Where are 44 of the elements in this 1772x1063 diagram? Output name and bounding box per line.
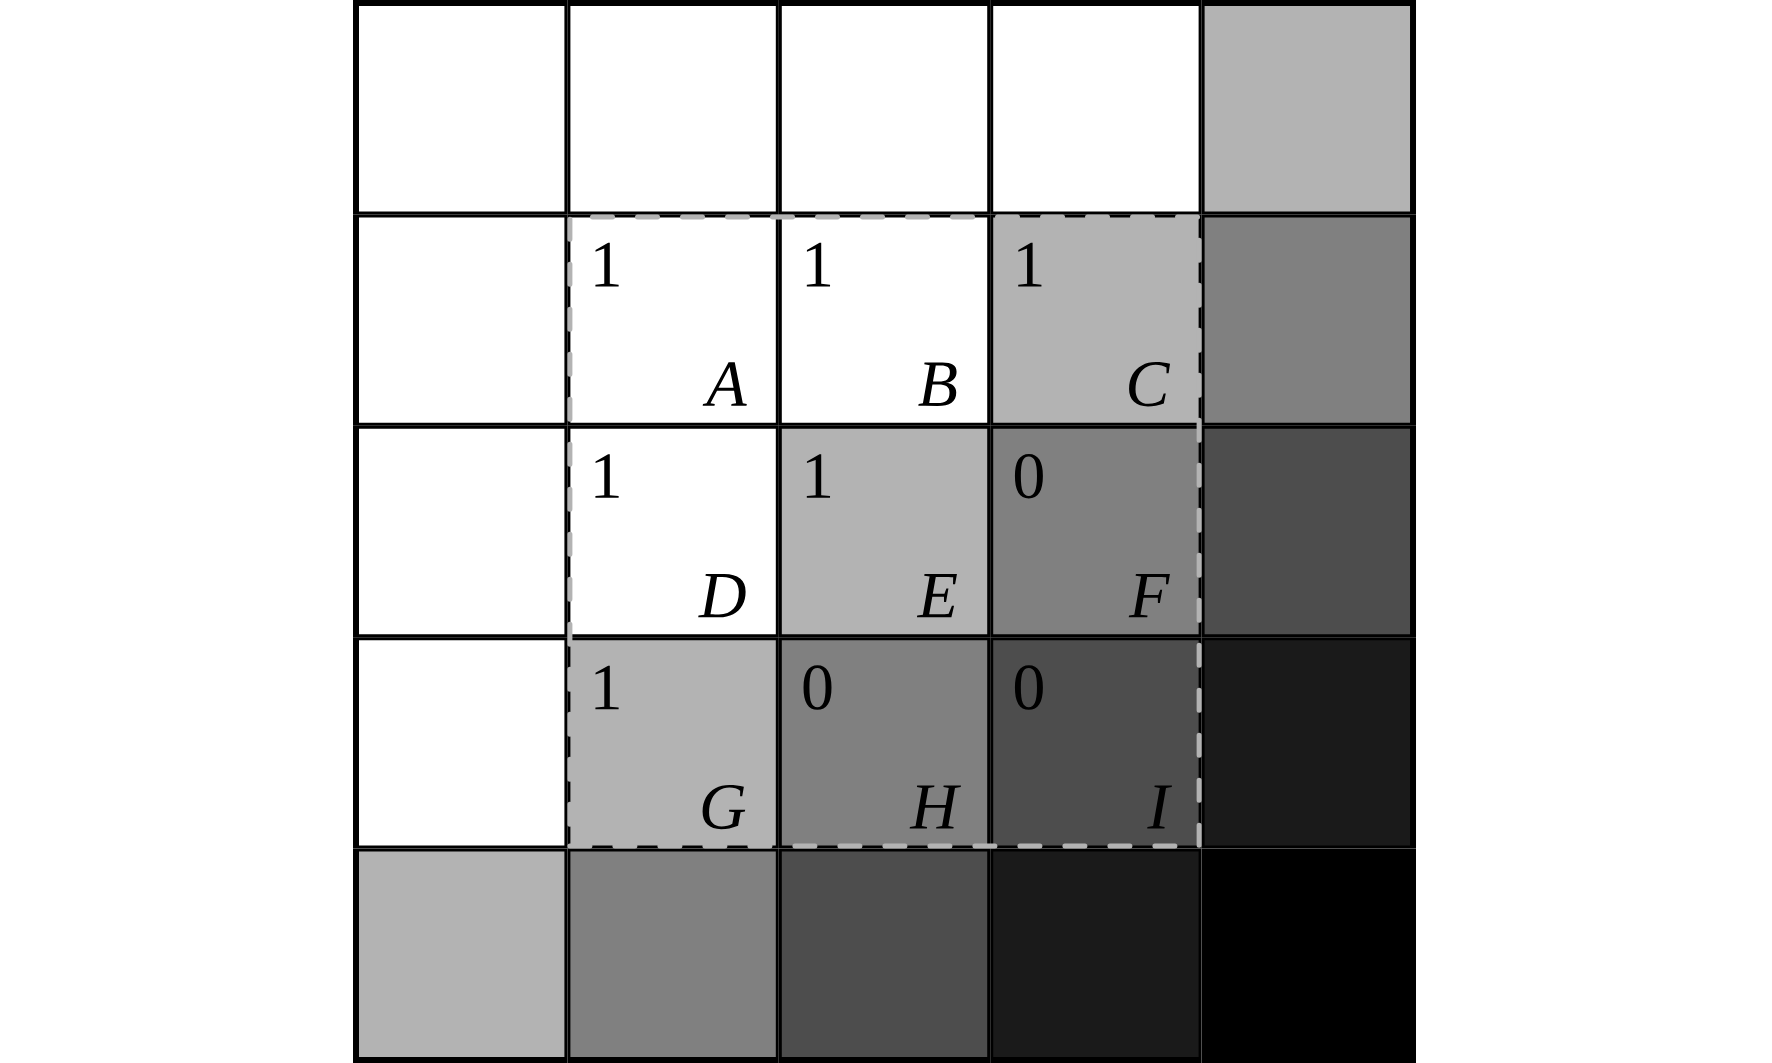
cell-number: 1 xyxy=(595,242,619,287)
grid-cell xyxy=(567,848,779,1063)
grid-cell xyxy=(778,848,991,1063)
grid-cell xyxy=(567,637,779,849)
grid-cell xyxy=(778,637,991,849)
grid-cell xyxy=(778,425,991,638)
cell-number: 1 xyxy=(595,665,619,710)
grid-cell xyxy=(567,425,779,638)
grid-cell xyxy=(353,425,568,638)
grid-cell xyxy=(1201,214,1416,426)
grid-cell xyxy=(1201,637,1416,849)
grid-cell xyxy=(1201,0,1416,215)
cell-letter: A xyxy=(702,362,747,406)
cell-letter: G xyxy=(702,784,746,830)
cell-number: 0 xyxy=(803,665,832,710)
cell-number: 0 xyxy=(1014,665,1043,710)
cell-number: 1 xyxy=(1018,242,1042,287)
grid-cell xyxy=(1201,848,1416,1063)
cell-letter: D xyxy=(698,574,746,618)
grid-cell xyxy=(353,0,568,215)
grid-cell xyxy=(990,425,1202,638)
grid-cell xyxy=(1201,425,1416,638)
grid-cell xyxy=(990,848,1202,1063)
grid-cell xyxy=(990,637,1202,849)
cell-number: 1 xyxy=(806,454,831,498)
cell-number: 0 xyxy=(1014,453,1043,499)
grid-cell xyxy=(353,848,568,1063)
grid-cell xyxy=(353,637,568,849)
cell-letter: E xyxy=(916,574,957,618)
grid-cell xyxy=(990,0,1202,215)
grid-cell xyxy=(567,214,779,426)
grid-cell xyxy=(778,214,991,426)
dashed-outline xyxy=(567,214,1202,849)
grid-cell xyxy=(778,0,991,215)
cell-letter: B xyxy=(918,362,957,406)
cell-letter: C xyxy=(1129,362,1171,407)
grid-cell xyxy=(353,214,568,426)
cell-letter: I xyxy=(1147,785,1172,829)
grid-cell xyxy=(567,0,779,215)
cell-number: 1 xyxy=(595,454,619,498)
cell-number: 1 xyxy=(806,242,831,287)
cell-letter: F xyxy=(1128,574,1170,618)
grid-cell xyxy=(990,214,1202,426)
cell-letter: H xyxy=(909,785,961,829)
